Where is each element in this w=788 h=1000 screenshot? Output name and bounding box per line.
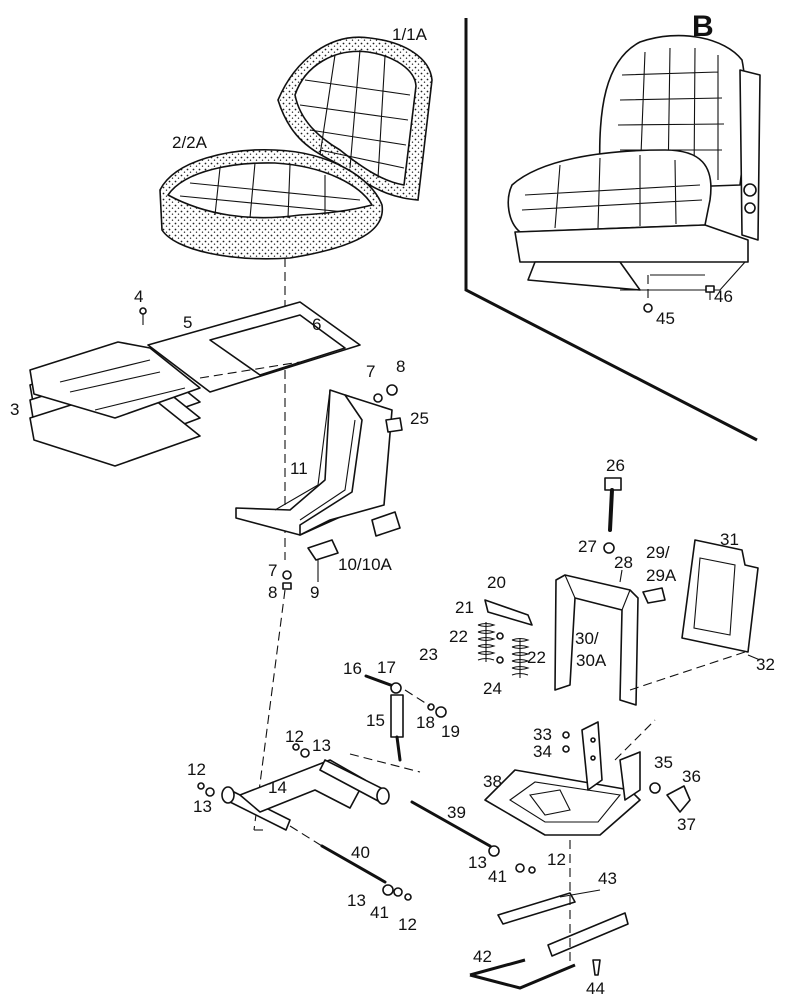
spring-assembly: 20 21 22 23 22 24 <box>419 573 546 698</box>
callout-16: 16 <box>343 659 362 678</box>
callout-35: 35 <box>654 753 673 772</box>
shock-absorber: 16 17 15 18 19 <box>343 658 460 762</box>
callout-25: 25 <box>410 409 429 428</box>
callout-3: 3 <box>10 400 19 419</box>
callout-45: 45 <box>656 309 675 328</box>
callout-8-bottom: 8 <box>268 583 277 602</box>
callout-44: 44 <box>586 979 605 998</box>
callout-42: 42 <box>473 947 492 966</box>
callout-15: 15 <box>366 711 385 730</box>
callout-28: 28 <box>614 553 633 572</box>
callout-4: 4 <box>134 287 143 306</box>
callout-12-b: 12 <box>187 760 206 779</box>
callout-2-2A: 2/2A <box>172 133 208 152</box>
callout-13-a: 13 <box>312 736 331 755</box>
inset-frame <box>464 18 758 442</box>
callout-26: 26 <box>606 456 625 475</box>
callout-27: 27 <box>578 537 597 556</box>
callout-1-1A: 1/1A <box>392 25 428 44</box>
callout-20: 20 <box>487 573 506 592</box>
callout-14: 14 <box>268 778 287 797</box>
slide-base-assembly: 33 34 38 35 36 37 <box>483 719 701 836</box>
callout-7-bottom: 7 <box>268 561 277 580</box>
rail-assembly: 43 42 44 <box>469 840 629 998</box>
back-bracket-assembly: 26 27 28 29/ 29A 30/ 30A 31 32 <box>554 456 775 706</box>
callout-9: 9 <box>310 583 319 602</box>
callout-30-a: 30/ <box>575 629 599 648</box>
callout-34: 34 <box>533 742 552 761</box>
callout-22-left: 22 <box>449 627 468 646</box>
callout-41-a: 41 <box>488 867 507 886</box>
callout-18: 18 <box>416 713 435 732</box>
callout-38: 38 <box>483 772 502 791</box>
callout-32: 32 <box>756 655 775 674</box>
seat-cushion: 2/2A <box>159 133 384 260</box>
callout-12-a: 12 <box>285 727 304 746</box>
callout-19: 19 <box>441 722 460 741</box>
callout-11: 11 <box>290 459 308 478</box>
suspension-frame: 7 8 25 11 10/10A 7 8 9 <box>235 357 429 602</box>
callout-22-right: 22 <box>527 648 546 667</box>
callout-8-top: 8 <box>396 357 405 376</box>
callout-17: 17 <box>377 658 396 677</box>
backrest-cushion: 1/1A <box>277 25 433 201</box>
callout-13-d: 13 <box>347 891 366 910</box>
callout-12-d: 12 <box>398 915 417 934</box>
callout-43: 43 <box>598 869 617 888</box>
callout-40: 40 <box>351 843 370 862</box>
callout-41-b: 41 <box>370 903 389 922</box>
callout-39: 39 <box>447 803 466 822</box>
callout-7-top: 7 <box>366 362 375 381</box>
callout-31: 31 <box>720 530 739 549</box>
callout-37: 37 <box>677 815 696 834</box>
callout-12-c: 12 <box>547 850 566 869</box>
callout-10-10A: 10/10A <box>338 555 393 574</box>
callout-33: 33 <box>533 725 552 744</box>
callout-5: 5 <box>183 313 192 332</box>
callout-29-a: 29/ <box>646 543 670 562</box>
callout-36: 36 <box>682 767 701 786</box>
inset-assembled-seat: B 46 45 <box>464 10 761 442</box>
callout-23: 23 <box>419 645 438 664</box>
callout-21: 21 <box>455 598 474 617</box>
cover-panels: 3 4 5 6 <box>10 287 361 467</box>
callout-46: 46 <box>714 287 733 306</box>
callout-30-b: 30A <box>576 651 607 670</box>
callout-6: 6 <box>312 315 321 334</box>
callout-24: 24 <box>483 679 502 698</box>
callout-29-b: 29A <box>646 566 677 585</box>
scissor-arm-assembly: 12 13 12 13 14 39 40 13 41 12 13 41 12 <box>187 727 566 934</box>
callout-13-b: 13 <box>193 797 212 816</box>
inset-letter: B <box>692 10 714 43</box>
callout-13-c: 13 <box>468 853 487 872</box>
